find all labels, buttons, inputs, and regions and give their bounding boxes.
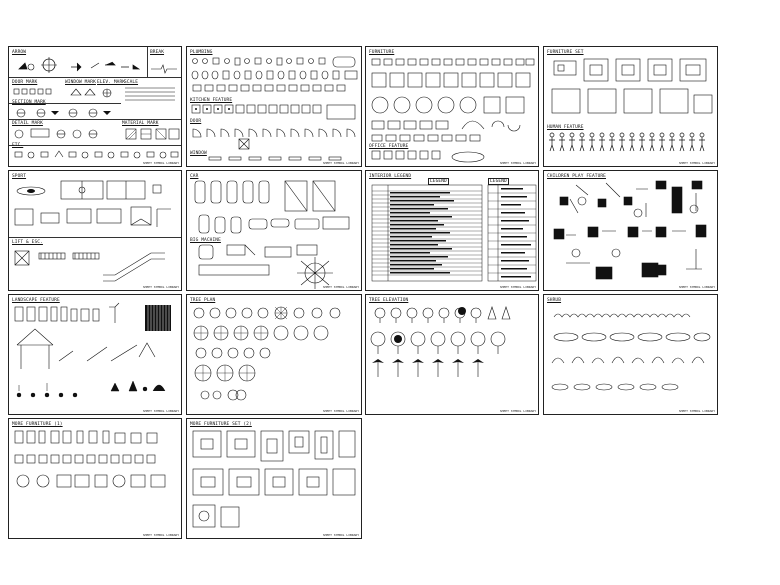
section-label-window: WINDOW (190, 151, 207, 156)
section-label-material-mark: MATERIAL MARK (122, 121, 159, 126)
section-label-car: CAR (190, 174, 199, 179)
door-symbols (192, 128, 356, 150)
landscape-symbols (14, 302, 171, 398)
sport-symbols (14, 180, 171, 227)
sheet-footer: SHEET SYMBOL LIBRARY (499, 161, 536, 165)
section-label-big-machine: BIG MACHINE (190, 238, 221, 243)
section-label-plumbing: PLUMBING (190, 50, 213, 55)
sheet-footer: SHEET SYMBOL LIBRARY (142, 161, 179, 165)
sheet-footer: SHEET SYMBOL LIBRARY (678, 409, 715, 413)
sheet-children-play: CHILDREN PLAY FEATURE SHEET SYMBOL LIBRA… (543, 170, 718, 291)
section-label-more-furniture-1: MORE FURNITURE (1) (12, 422, 63, 427)
shrub-symbols (551, 313, 711, 391)
section-label-window-mark: WINDOW MARK (65, 80, 96, 85)
sheet-tree-plan: TREE PLAN SHEET SYMBOL LIBRARY (186, 294, 362, 415)
door-window-marks (13, 87, 175, 101)
section-label-kitchen: KITCHEN FEATURE (190, 98, 233, 103)
office-symbols (371, 150, 485, 163)
section-label-interior-legend: INTERIOR LEGEND (369, 174, 412, 179)
section-label-detail-mark: DETAIL MARK (12, 121, 43, 126)
section-label-elev-mark: ELEV. MARK (97, 80, 126, 85)
sheet-footer: SHEET SYMBOL LIBRARY (142, 409, 179, 413)
sheet-footer: SHEET SYMBOL LIBRARY (322, 285, 359, 289)
sheet-footer: SHEET SYMBOL LIBRARY (142, 533, 179, 537)
etc-symbols (14, 150, 179, 159)
sheet-tree-elevation: TREE ELEVATION SHEET SYMBOL LIBRARY (365, 294, 539, 415)
section-label-children: CHILDREN PLAY FEATURE (547, 174, 606, 179)
sheet-plumbing: PLUMBING KITCHEN FEATURE DOOR WINDOW SHE… (186, 46, 362, 167)
car-symbols (194, 180, 350, 234)
section-marks (16, 108, 111, 118)
sheet-sport: SPORT LIFT & ESC. SHEET SYMBOL LIBRARY (8, 170, 182, 291)
sheet-more-furniture-1: MORE FURNITURE (1) SHEET SYMBOL LIBRARY (8, 418, 182, 539)
sheet-symbols: ARROW BREAK DOOR MARK WINDOW MARK ELEV. … (8, 46, 182, 167)
section-label-shrub: SHRUB (547, 298, 562, 303)
sheet-shrub: SHRUB SHEET SYMBOL LIBRARY (543, 294, 718, 415)
section-label-door-mark: DOOR MARK (12, 80, 38, 85)
sheet-footer: SHEET SYMBOL LIBRARY (678, 285, 715, 289)
kitchen-symbols (191, 104, 356, 120)
section-label-landscape: LANDSCAPE FEATURE (12, 298, 60, 303)
detail-material-marks (14, 128, 180, 140)
plumbing-symbols (191, 56, 358, 92)
section-label-door: DOOR (190, 119, 202, 124)
more-furniture-2-symbols (192, 430, 356, 528)
sheet-footer: SHEET SYMBOL LIBRARY (678, 161, 715, 165)
furniture-symbols (371, 58, 535, 142)
sheet-footer: SHEET SYMBOL LIBRARY (499, 285, 536, 289)
section-label-furniture: FURNITURE (369, 50, 395, 55)
legend-header-a: LEGEND (428, 178, 449, 185)
tree-plan-symbols (193, 306, 341, 401)
legend-table (371, 184, 537, 282)
arrow-symbols (18, 57, 177, 74)
section-label-scale: SCALE (124, 80, 139, 85)
sheet-footer: SHEET SYMBOL LIBRARY (322, 409, 359, 413)
legend-header-b: LEGEND (488, 178, 509, 185)
more-furniture-1-symbols (14, 430, 166, 488)
section-label-section-mark: SECTION MARK (12, 100, 46, 105)
sheet-footer: SHEET SYMBOL LIBRARY (499, 409, 536, 413)
section-label-arrow: ARROW (12, 50, 27, 55)
section-label-furniture-set: FURNITURE SET (547, 50, 584, 55)
section-label-break: BREAK (150, 50, 165, 55)
sheet-car: CAR BIG MACHINE SHEET SYMBOL LIBRARY (186, 170, 362, 291)
big-machine-symbols (198, 244, 333, 289)
sheet-landscape: LANDSCAPE FEATURE SHEET SYMBOL LIBRARY (8, 294, 182, 415)
human-symbols (549, 132, 705, 152)
lift-symbols (14, 250, 165, 282)
children-play-symbols (553, 180, 707, 280)
section-label-more-furniture-2: MORE FURNITURE SET (2) (190, 422, 252, 427)
sheet-furniture-set: FURNITURE SET HUMAN FEATURE SHE (543, 46, 718, 167)
section-label-lift: LIFT & ESC. (12, 240, 43, 245)
section-label-office: OFFICE FEATURE (369, 144, 409, 149)
tree-elevation-symbols (370, 306, 511, 377)
sheet-interior-legend: INTERIOR LEGEND LEGEND LEGEND SHEET SYMB… (365, 170, 539, 291)
section-label-human: HUMAN FEATURE (547, 125, 584, 130)
section-label-tree-plan: TREE PLAN (190, 298, 216, 303)
sheet-more-furniture-2: MORE FURNITURE SET (2) SHEET SYMBOL LIBR… (186, 418, 362, 539)
section-label-tree-elev: TREE ELEVATION (369, 298, 409, 303)
furniture-set-symbols (551, 58, 713, 114)
sheet-footer: SHEET SYMBOL LIBRARY (322, 533, 359, 537)
sheet-footer: SHEET SYMBOL LIBRARY (322, 161, 359, 165)
section-label-etc: ETC. (12, 143, 24, 148)
section-label-sport: SPORT (12, 174, 27, 179)
sheet-furniture: FURNITURE OFFICE FEATURE SHEET SYMBOL LI… (365, 46, 539, 167)
sheet-footer: SHEET SYMBOL LIBRARY (142, 285, 179, 289)
window-symbols (208, 156, 342, 161)
